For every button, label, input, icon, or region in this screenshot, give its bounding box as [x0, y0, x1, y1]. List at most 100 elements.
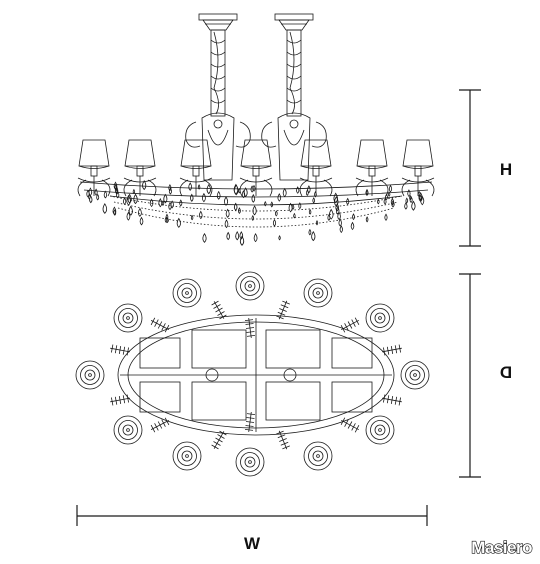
crystal-drop — [315, 220, 319, 226]
plan-lamp-8 — [113, 415, 143, 445]
crystal-drop — [388, 184, 393, 193]
crystal-drop — [176, 217, 181, 228]
crystal-drop — [243, 187, 248, 198]
crystal-drop — [149, 198, 154, 208]
crystal-drop — [197, 184, 201, 190]
plan-stem-mount-right — [283, 368, 297, 382]
crystal-drop — [239, 231, 244, 240]
crystal-drop — [224, 196, 229, 206]
crystal-drop — [224, 219, 229, 229]
crystal-drop — [350, 221, 355, 231]
crystal-drop — [339, 225, 343, 233]
lamp-shade-1 — [77, 139, 111, 197]
crystal-drop — [274, 210, 278, 217]
crystal-drop — [128, 205, 133, 216]
crystal-drop — [253, 233, 258, 243]
lamp-shades — [77, 139, 435, 197]
plan-arm-3 — [150, 317, 170, 333]
crystal-drop — [409, 195, 413, 204]
plan-lamp-7 — [400, 360, 430, 390]
plan-view — [75, 271, 430, 477]
crystal-drop — [190, 193, 194, 202]
plan-lamp-12 — [303, 441, 333, 471]
plan-arm-6 — [382, 344, 402, 356]
crystal-drop — [233, 183, 239, 195]
crystal-drop — [405, 197, 409, 204]
crystal-drop — [270, 201, 274, 208]
crystal-drop — [338, 218, 342, 227]
crystal-drop — [298, 202, 302, 210]
crystal-drop — [384, 213, 388, 221]
crystal-drop — [201, 192, 206, 203]
crystal-drop — [250, 185, 254, 193]
crystal-drop — [206, 183, 211, 195]
crystal-drop — [126, 211, 131, 221]
crystal-drop — [352, 213, 355, 221]
lamp-shade-7 — [401, 139, 435, 197]
width-label: W — [244, 534, 261, 553]
crystal-drop — [233, 202, 238, 211]
stem-right — [286, 29, 302, 117]
crystal-drop — [391, 200, 395, 208]
crystal-drop — [138, 207, 142, 217]
plan-lamp-4 — [113, 303, 143, 333]
crystal-drop — [314, 191, 317, 198]
crystal-drop — [251, 193, 256, 203]
crystal-drop — [190, 214, 194, 221]
crystal-drop — [329, 208, 334, 220]
crystal-drop — [235, 231, 240, 241]
plan-lamp-6 — [75, 360, 105, 390]
plan-arm-2 — [276, 300, 290, 320]
plan-arm-1 — [211, 300, 227, 320]
crystal-drop — [312, 197, 316, 204]
crystal-drop — [188, 182, 192, 191]
crystal-drop — [86, 189, 90, 198]
crystal-drop — [142, 180, 147, 191]
crystal-drop — [102, 203, 108, 214]
plan-arm-12 — [276, 430, 290, 450]
crystal-drop — [202, 232, 207, 243]
crystal-drop — [241, 190, 246, 199]
crystal-drop — [385, 193, 388, 201]
crystal-drop — [225, 208, 230, 218]
crystal-drop — [407, 189, 411, 197]
plan-lamp-11 — [235, 447, 265, 477]
plan-arm-11 — [211, 430, 227, 450]
crystal-chain — [109, 195, 403, 212]
brand-logo: Masiero — [471, 537, 533, 557]
crystal-drop — [264, 200, 267, 207]
crystal-drop — [272, 218, 277, 227]
plan-arms — [110, 300, 402, 450]
crystal-drop — [420, 195, 425, 206]
crystal-drop — [311, 230, 316, 242]
plan-outer-ellipse — [117, 314, 395, 436]
central-body — [185, 112, 327, 181]
plan-arm-5 — [110, 344, 130, 356]
plan-lamp-9 — [365, 415, 395, 445]
crystal-drop — [239, 235, 245, 246]
crystal-drop — [226, 231, 230, 241]
crystal-drop — [335, 203, 339, 212]
depth-label: D — [500, 363, 512, 382]
crystal-drop — [158, 198, 163, 208]
plan-lamp-3 — [303, 278, 333, 308]
crystal-drop — [365, 216, 369, 223]
crystal-drop — [168, 184, 172, 192]
crystal-drop — [170, 200, 174, 209]
ceiling-canopy-left — [198, 13, 238, 31]
plan-arm-14 — [244, 412, 256, 432]
height-label: H — [500, 160, 512, 179]
plan-lamp-positions — [75, 271, 430, 477]
crystal-drop — [308, 208, 312, 215]
crystal-drop — [216, 190, 221, 200]
crystal-drop — [296, 186, 300, 194]
plan-lamp-2 — [235, 271, 265, 301]
crystal-drop — [291, 204, 295, 210]
crystal-drops — [86, 180, 425, 246]
crystal-chain — [113, 201, 399, 220]
crystal-drop — [132, 188, 136, 195]
crystal-drop — [163, 193, 168, 204]
crystal-drop — [133, 193, 138, 205]
crystal-drop — [199, 210, 203, 220]
crystal-drop — [335, 206, 340, 215]
